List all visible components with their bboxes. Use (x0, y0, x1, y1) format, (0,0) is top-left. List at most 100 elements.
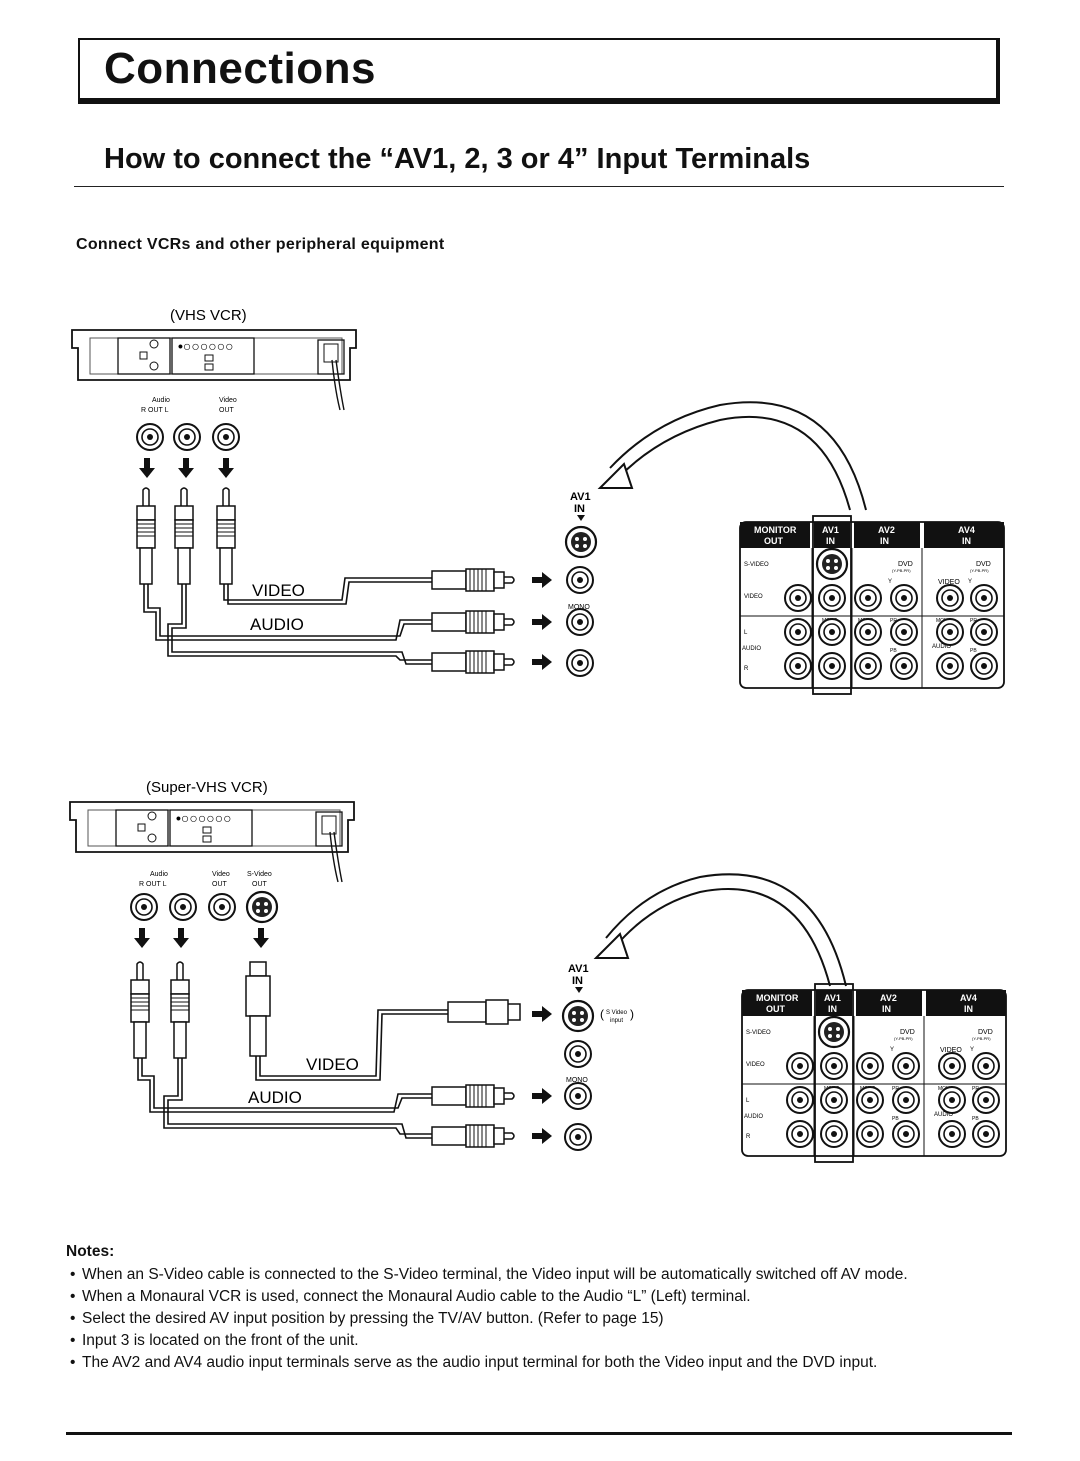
av1-audio-r-jack (564, 1123, 592, 1151)
av1-audio-l-jack (566, 608, 594, 636)
panel-pb4-label: PB (972, 1116, 979, 1122)
av1-svideo-jack (564, 525, 598, 559)
audio-out-label: Audio (150, 871, 168, 878)
vhs-vcr-rear-panel: •○○○○○○ (71, 329, 357, 411)
video-out-sub-label: OUT (212, 881, 228, 888)
down-arrow-icon (178, 458, 194, 478)
audio-l-plug-end (431, 1084, 515, 1108)
panel-jack (892, 1086, 920, 1114)
svideo-input-paren-close: ) (630, 1007, 634, 1021)
panel-y-label: Y (890, 1047, 894, 1053)
panel-jack (892, 1052, 920, 1080)
panel-av4-audio-label: AUDIO (932, 644, 951, 650)
panel-jack (784, 652, 812, 680)
audio-l-plug-end (431, 610, 515, 634)
panel-av2-in-label: IN (880, 536, 889, 546)
panel-jack (818, 652, 846, 680)
av1-video-jack (566, 566, 594, 594)
panel-dvd-label: DVD (900, 1029, 915, 1036)
audio-r-out-jack (130, 893, 158, 921)
panel-av1-in-label: IN (828, 1004, 837, 1014)
video-out-label: Video (212, 871, 230, 878)
right-arrow-icon (532, 1088, 552, 1104)
panel-jack (820, 1086, 848, 1114)
cable-video-label: VIDEO (306, 1055, 359, 1074)
panel-av4-video-label: VIDEO (938, 579, 960, 586)
svideo-plug-end (447, 999, 521, 1025)
panel-dvd-label: DVD (898, 561, 913, 568)
down-arrow-icon (134, 928, 150, 948)
panel-audio-label: AUDIO (742, 646, 761, 652)
intro-text: Connect VCRs and other peripheral equipm… (76, 236, 445, 253)
down-arrow-icon (139, 458, 155, 478)
audio-l-out-jack (169, 893, 197, 921)
panel-dvd-sub-label: (Y-PB-PR) (894, 1036, 913, 1041)
panel-jack (890, 584, 918, 612)
device-label: (VHS VCR) (170, 307, 247, 324)
video-out-label: Video (219, 397, 237, 404)
svideo-out-sub-label: OUT (252, 881, 268, 888)
audio-r-plug-end (431, 650, 515, 674)
notes-list: When an S-Video cable is connected to th… (66, 1265, 1006, 1372)
down-arrow-icon (218, 458, 234, 478)
panel-svideo-label: S-VIDEO (744, 562, 769, 568)
panel-av1-svideo-jack (815, 547, 849, 581)
mono-label: MONO (566, 1077, 588, 1084)
panel-jack (890, 618, 918, 646)
panel-l-label: L (746, 1098, 750, 1104)
panel-y4-label: Y (970, 1047, 974, 1053)
video-plug (216, 487, 236, 585)
curved-arrow-icon (597, 462, 634, 489)
panel-av2-label: AV2 (880, 993, 897, 1003)
panel-jack (784, 618, 812, 646)
cables (137, 1009, 448, 1139)
panel-av4-audio-label: AUDIO (934, 1112, 953, 1118)
down-arrow-icon (253, 928, 269, 948)
panel-y4-label: Y (968, 579, 972, 585)
panel-jack (936, 652, 964, 680)
right-arrow-icon (532, 1006, 552, 1022)
audio-l-plug (174, 487, 194, 585)
svg-text:•○○○○○○: •○○○○○○ (178, 338, 234, 354)
video-plug-end (431, 568, 515, 592)
panel-pr-label: PR (892, 1086, 899, 1092)
panel-jack (936, 618, 964, 646)
panel-jack (820, 1052, 848, 1080)
panel-y-label: Y (888, 579, 892, 585)
panel-video-label: VIDEO (744, 594, 763, 600)
audio-r-plug-end (431, 1124, 515, 1148)
panel-svideo-label: S-VIDEO (746, 1030, 771, 1036)
panel-jack (786, 1086, 814, 1114)
panel-jack (856, 1086, 884, 1114)
panel-jack (818, 618, 846, 646)
in-label: IN (572, 975, 583, 987)
diagram-svhs-vcr: (Super-VHS VCR) •○○○○○○ Audio Video S-Vi… (69, 779, 847, 1151)
svhs-vcr-rear-panel: •○○○○○○ (69, 801, 355, 883)
section-title: How to connect the “AV1, 2, 3 or 4” Inpu… (104, 143, 811, 175)
cables (143, 577, 432, 665)
panel-pr4-label: PR (972, 1086, 979, 1092)
panel-dvd4-sub-label: (Y-PB-PR) (972, 1036, 991, 1041)
panel-dvd4-sub-label: (Y-PB-PR) (970, 568, 989, 573)
panel-jack (972, 1120, 1000, 1148)
panel-dvd-sub-label: (Y-PB-PR) (892, 568, 911, 573)
note-item: When a Monaural VCR is used, connect the… (66, 1287, 1006, 1306)
panel-jack (970, 618, 998, 646)
av1-video-jack (564, 1040, 592, 1068)
av1-svideo-jack (561, 999, 595, 1033)
video-out-jack (208, 893, 236, 921)
page-title: Connections (104, 44, 376, 93)
cable-audio-label: AUDIO (248, 1088, 302, 1107)
right-arrow-icon (532, 1128, 552, 1144)
panel-jack (856, 1052, 884, 1080)
svideo-plug (245, 961, 271, 1057)
panel-l-label: L (744, 630, 748, 636)
panel-r-label: R (746, 1134, 751, 1140)
panel-av1-label: AV1 (824, 993, 841, 1003)
panel-monitor-label: MONITOR (754, 525, 797, 535)
device-label: (Super-VHS VCR) (146, 779, 268, 796)
panel-out-label: OUT (766, 1004, 786, 1014)
note-item: When an S-Video cable is connected to th… (66, 1265, 1006, 1284)
panel-jack (786, 1120, 814, 1148)
panel-pb-label: PB (892, 1116, 899, 1122)
